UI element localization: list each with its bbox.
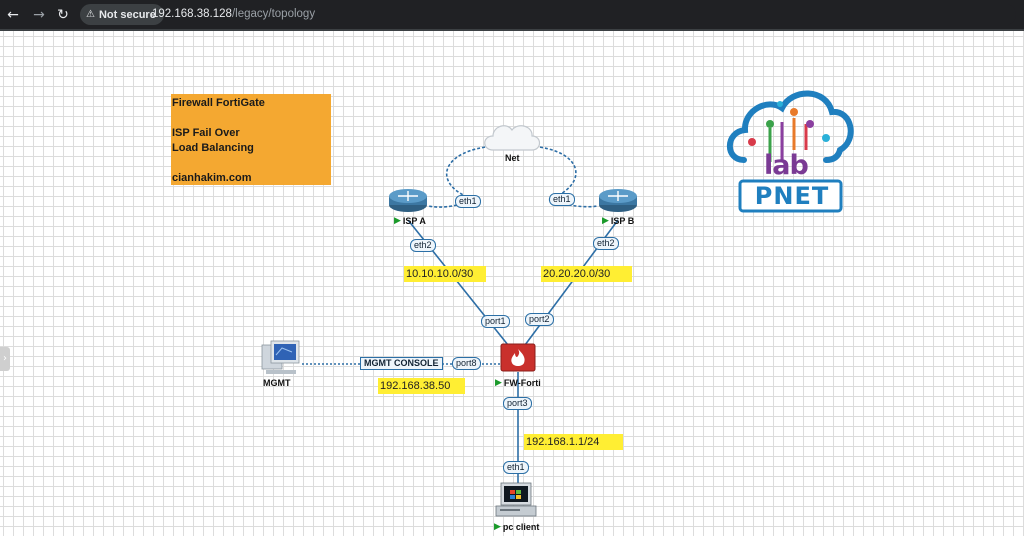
router-icon — [389, 189, 427, 212]
url-host: 192.168.38.128 — [152, 8, 232, 20]
node-name: ISP B — [610, 216, 635, 226]
node-label-net[interactable]: Net — [505, 153, 520, 163]
security-label: Not secure — [98, 8, 156, 21]
address-bar[interactable] — [80, 4, 1016, 25]
url-text[interactable]: 192.168.38.128/legacy/topology — [152, 8, 315, 20]
router-icon — [599, 189, 637, 212]
run-status-icon: ▶ — [494, 522, 501, 532]
pnet-logo-brand: PNET — [754, 182, 830, 210]
node-name: MGMT — [263, 378, 291, 388]
security-chip[interactable]: ⚠ Not secure — [80, 4, 164, 25]
port-label[interactable]: eth1 — [549, 193, 575, 206]
subnet-label-mgmt[interactable]: 192.168.38.50 — [378, 378, 465, 394]
port-label[interactable]: port3 — [503, 397, 532, 410]
note-line: cianhakim.com — [172, 172, 252, 184]
node-label-isp-b[interactable]: ▶ISP B — [602, 216, 634, 226]
mgmt-console-label[interactable]: MGMT CONSOLE — [360, 357, 443, 370]
browser-toolbar: ← → ↻ ⚠ Not secure 192.168.38.128/legacy… — [0, 0, 1024, 29]
node-label-pc[interactable]: ▶pc client — [494, 522, 539, 532]
node-label-mgmt[interactable]: MGMT — [263, 378, 291, 388]
node-name: pc client — [502, 522, 540, 532]
topology-note[interactable]: Firewall FortiGate ISP Fail Over Load Ba… — [171, 94, 331, 185]
topology-canvas[interactable] — [0, 31, 1024, 536]
port-label[interactable]: eth1 — [503, 461, 529, 474]
workstation-icon — [261, 340, 300, 374]
reload-icon[interactable]: ↻ — [57, 7, 69, 23]
port-label[interactable]: port8 — [452, 357, 481, 370]
node-name: ISP A — [402, 216, 426, 226]
back-arrow-icon[interactable]: ← — [7, 7, 19, 23]
pnet-logo — [727, 90, 854, 213]
url-path: /legacy/topology — [231, 8, 316, 20]
cloud-icon — [484, 125, 541, 151]
port-label[interactable]: eth2 — [593, 237, 619, 250]
node-label-isp-a[interactable]: ▶ISP A — [394, 216, 426, 226]
port-label[interactable]: eth2 — [410, 239, 436, 252]
run-status-icon: ▶ — [495, 378, 502, 388]
node-name: FW-Forti — [503, 378, 541, 388]
note-line — [172, 111, 330, 126]
port-label[interactable]: eth1 — [455, 195, 481, 208]
note-line: Firewall FortiGate — [172, 97, 265, 109]
pnet-logo-letters: lab — [764, 150, 809, 181]
subnet-label-isp-a[interactable]: 10.10.10.0/30 — [404, 266, 486, 282]
subnet-label-lan[interactable]: 192.168.1.1/24 — [524, 434, 623, 450]
note-line: ISP Fail Over — [172, 127, 240, 139]
toolbar-divider — [0, 29, 1024, 31]
subnet-label-isp-b[interactable]: 20.20.20.0/30 — [541, 266, 632, 282]
note-line — [172, 156, 330, 171]
port-label[interactable]: port2 — [525, 313, 554, 326]
sidebar-toggle-icon[interactable]: › — [0, 347, 10, 371]
node-label-firewall[interactable]: ▶FW-Forti — [495, 378, 541, 388]
port-label[interactable]: port1 — [481, 315, 510, 328]
firewall-icon — [500, 343, 536, 372]
node-name: Net — [505, 153, 520, 163]
forward-arrow-icon[interactable]: → — [33, 7, 45, 23]
note-line: Load Balancing — [172, 142, 254, 154]
warning-icon: ⚠ — [86, 9, 95, 20]
desktop-pc-icon — [495, 482, 537, 517]
run-status-icon: ▶ — [602, 216, 609, 226]
run-status-icon: ▶ — [394, 216, 401, 226]
